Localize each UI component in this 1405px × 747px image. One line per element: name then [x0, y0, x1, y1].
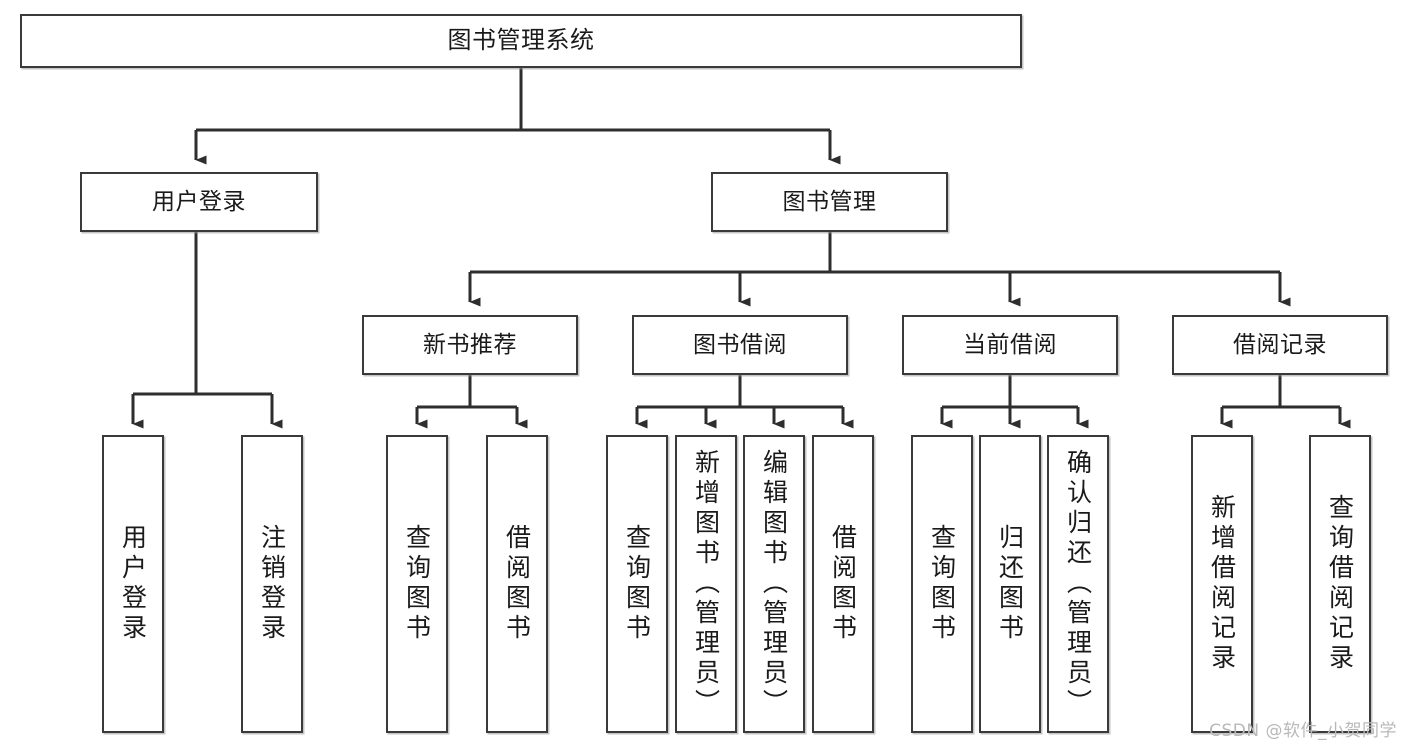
csdn-watermark: CSDN @软件_小贺同学 [1209, 721, 1397, 741]
node-label: 归还图书 [995, 524, 1025, 644]
node-label: 借阅图书 [502, 524, 532, 644]
node-label: 确认归还（管理员） [1063, 449, 1093, 719]
leaf-current-borrow-return-book[interactable]: 归还图书 [979, 435, 1041, 733]
node-label: 新增图书（管理员） [691, 449, 721, 719]
leaf-new-book-query-book[interactable]: 查询图书 [386, 435, 448, 733]
node-label: 查询图书 [927, 524, 957, 644]
node-root-book-management-system[interactable]: 图书管理系统 [20, 14, 1022, 68]
leaf-current-borrow-confirm-return-admin[interactable]: 确认归还（管理员） [1047, 435, 1109, 733]
node-label: 查询借阅记录 [1325, 494, 1355, 674]
node-current-borrow[interactable]: 当前借阅 [902, 315, 1118, 375]
leaf-borrow-record-add-record[interactable]: 新增借阅记录 [1191, 435, 1253, 733]
node-book-management[interactable]: 图书管理 [711, 172, 948, 232]
node-label: 注销登录 [257, 524, 287, 644]
leaf-borrow-record-query-record[interactable]: 查询借阅记录 [1309, 435, 1371, 733]
leaf-new-book-borrow-book[interactable]: 借阅图书 [486, 435, 548, 733]
leaf-user-login-logout[interactable]: 注销登录 [241, 435, 303, 733]
leaf-user-login-login[interactable]: 用户登录 [102, 435, 164, 733]
node-new-book-recommend[interactable]: 新书推荐 [362, 315, 578, 375]
leaf-book-borrow-add-book-admin[interactable]: 新增图书（管理员） [675, 435, 737, 733]
node-label: 用户登录 [118, 524, 148, 644]
node-book-borrow[interactable]: 图书借阅 [632, 315, 848, 375]
node-label: 用户登录 [152, 188, 246, 215]
node-label: 图书借阅 [693, 331, 787, 358]
node-label: 借阅记录 [1233, 331, 1327, 358]
node-borrow-record[interactable]: 借阅记录 [1172, 315, 1388, 375]
leaf-book-borrow-borrow-book[interactable]: 借阅图书 [812, 435, 874, 733]
node-label: 查询图书 [622, 524, 652, 644]
node-label: 图书管理 [782, 188, 877, 215]
leaf-book-borrow-query-book[interactable]: 查询图书 [606, 435, 668, 733]
node-label: 查询图书 [402, 524, 432, 644]
node-label: 借阅图书 [828, 524, 858, 644]
leaf-book-borrow-edit-book-admin[interactable]: 编辑图书（管理员） [743, 435, 805, 733]
node-user-login[interactable]: 用户登录 [80, 172, 318, 232]
node-label: 当前借阅 [963, 331, 1057, 358]
leaf-current-borrow-query-book[interactable]: 查询图书 [911, 435, 973, 733]
node-label: 新增借阅记录 [1207, 494, 1237, 674]
node-label: 图书管理系统 [447, 26, 595, 55]
node-label: 新书推荐 [423, 331, 517, 358]
node-label: 编辑图书（管理员） [759, 449, 789, 719]
